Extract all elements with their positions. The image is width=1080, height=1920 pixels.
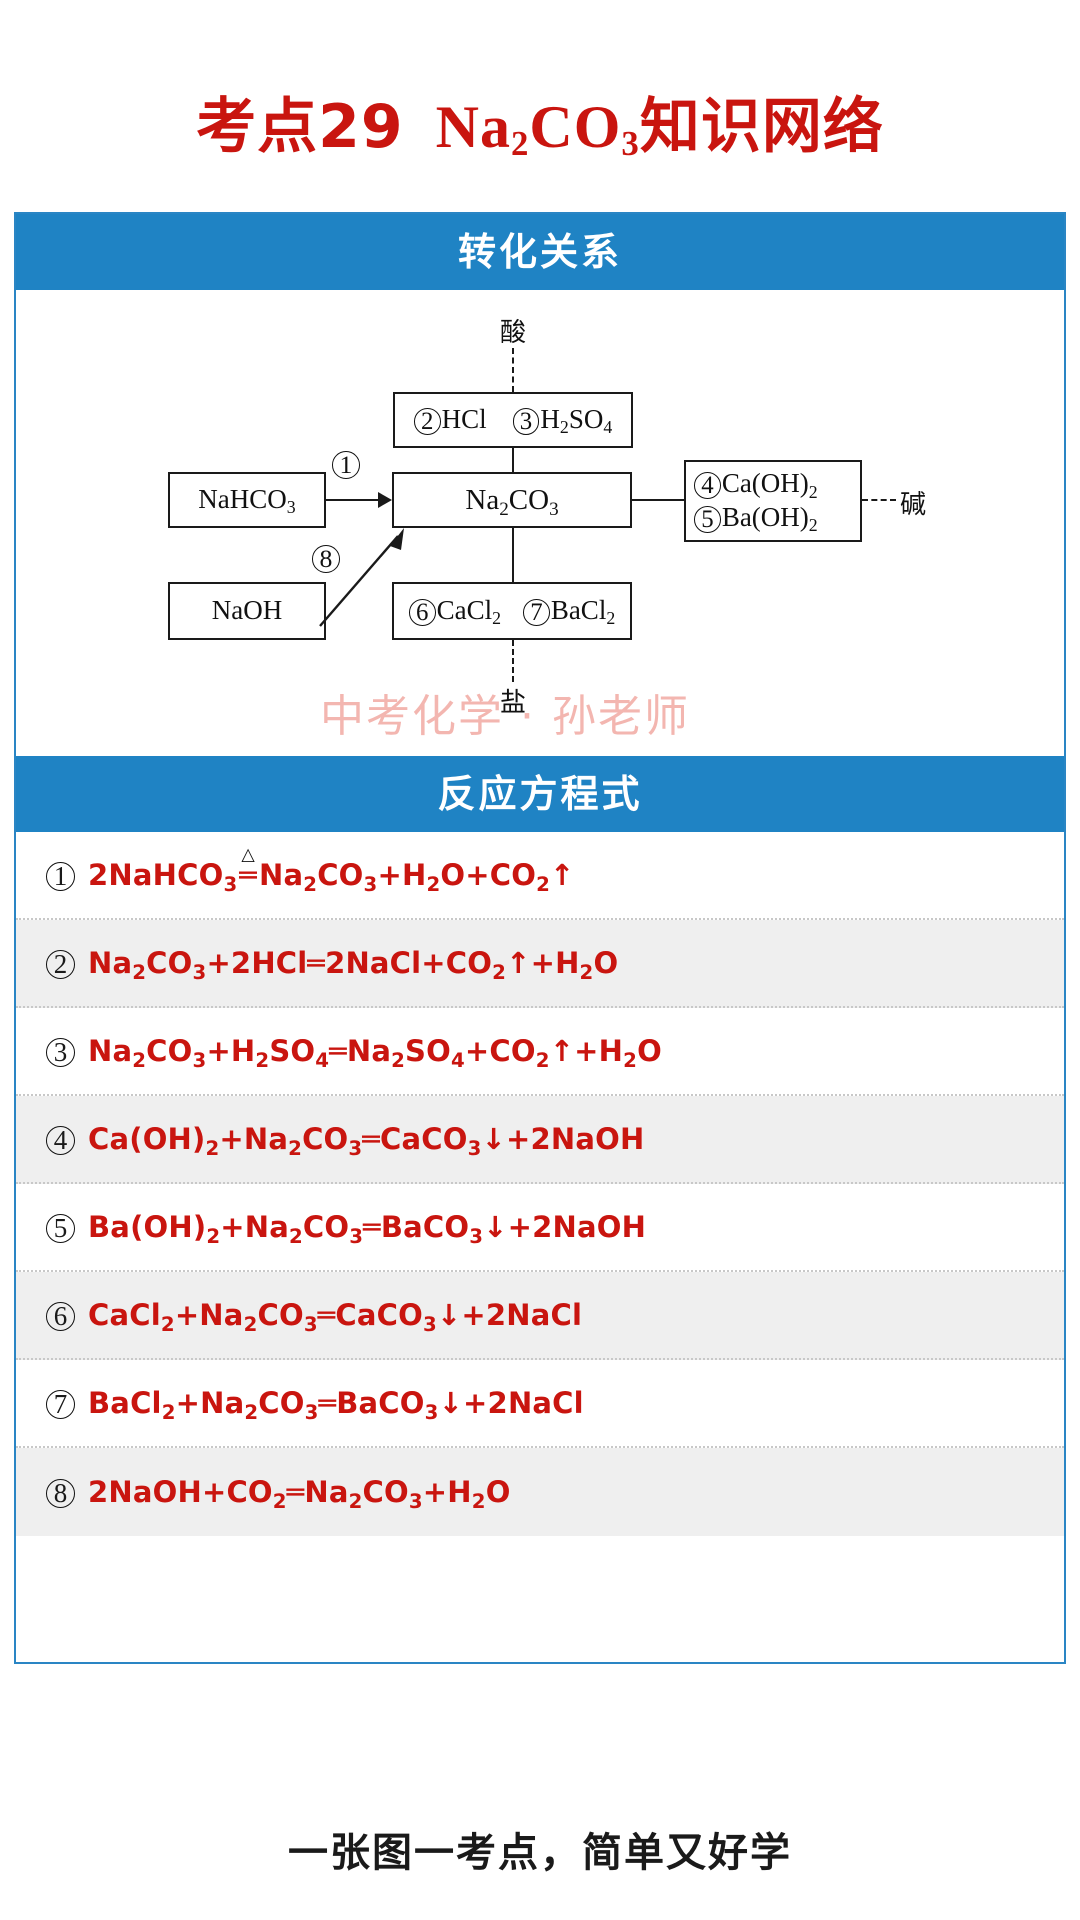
circled-number-4: 4 [45, 1126, 76, 1156]
footer-tagline: 一张图一考点，简单又好学 [288, 1830, 792, 1876]
circled-number-4: 4 [694, 472, 721, 500]
equation-number: 4 [34, 1122, 88, 1156]
equation-row: 8 2NaOH+CO2═Na2CO3+H2O [16, 1448, 1064, 1536]
equation-number: 2 [34, 946, 88, 980]
dashed-line-acid [512, 348, 514, 392]
equation-formula: CaCl2+Na2CO3═CaCO3↓+2NaCl [88, 1298, 583, 1336]
equation-number: 6 [34, 1298, 88, 1332]
equation-number: 5 [34, 1210, 88, 1244]
equation-formula: BaCl2+Na2CO3═BaCO3↓+2NaCl [88, 1386, 584, 1424]
arrow-label-8: 8 [312, 542, 341, 574]
circled-number-7: 7 [45, 1390, 76, 1420]
equation-formula: Ba(OH)2+Na2CO3═BaCO3↓+2NaOH [88, 1210, 647, 1248]
equation-number: 8 [34, 1475, 88, 1509]
page-title-sub-2: 2 [511, 123, 530, 163]
diagram-label-acid: 酸 [500, 318, 527, 348]
equation-row: 7 BaCl2+Na2CO3═BaCO3↓+2NaCl [16, 1360, 1064, 1448]
dashed-line-base [862, 499, 896, 501]
diagram-box-nahco3: NaHCO3 [168, 472, 326, 528]
nahco3-formula: NaHCO3 [198, 484, 296, 518]
page-title-formula-co: CO [529, 94, 622, 160]
circled-number-3: 3 [512, 408, 540, 435]
page-title-sub-3: 3 [621, 123, 640, 163]
diagram-label-salt: 盐 [500, 688, 527, 718]
connector-na2co3-to-salt [512, 528, 514, 582]
diagram-box-naoh: NaOH [168, 582, 326, 640]
arrow-8-svg [319, 528, 404, 627]
equation-row: 4 Ca(OH)2+Na2CO3═CaCO3↓+2NaOH [16, 1096, 1064, 1184]
equation-row: 6 CaCl2+Na2CO3═CaCO3↓+2NaCl [16, 1272, 1064, 1360]
equation-number: 1 [34, 858, 88, 892]
circled-number-2: 2 [413, 408, 441, 435]
circled-number-6: 6 [408, 599, 436, 626]
page-title-prefix: 考点29 [196, 92, 404, 162]
na2co3-formula: Na2CO3 [465, 483, 559, 520]
diagram-label-base: 碱 [900, 490, 927, 520]
equation-row: 3 Na2CO3+H2SO4═Na2SO4+CO2↑+H2O [16, 1008, 1064, 1096]
page-title-formula-na: Na [435, 94, 512, 160]
equation-row: 1 2NaHCO3△═Na2CO3+H2O+CO2↑ [16, 832, 1064, 920]
circled-number-7: 7 [523, 599, 550, 626]
circled-number-3: 3 [45, 1038, 76, 1068]
circled-number-5: 5 [694, 506, 721, 533]
circled-number-6: 6 [45, 1302, 76, 1332]
equation-formula: Na2CO3+2HCl═2NaCl+CO2↑+H2O [88, 946, 619, 984]
section-header-conversion: 转化关系 [16, 214, 1064, 290]
equation-row: 2 Na2CO3+2HCl═2NaCl+CO2↑+H2O [16, 920, 1064, 1008]
page-title-suffix: 知识网络 [639, 92, 884, 162]
section-header-equations: 反应方程式 [16, 756, 1064, 832]
arrow-head-1 [378, 492, 392, 508]
naoh-formula: NaOH [211, 595, 283, 626]
circled-number-5: 5 [45, 1214, 76, 1244]
equation-number: 3 [34, 1034, 88, 1068]
equation-formula: Na2CO3+H2SO4═Na2SO4+CO2↑+H2O [88, 1034, 662, 1072]
connector-na2co3-to-base [632, 499, 684, 501]
arrow-line-1 [326, 499, 380, 501]
diagram-box-na2co3: Na2CO3 [392, 472, 632, 528]
equation-row: 5 Ba(OH)2+Na2CO3═BaCO3↓+2NaOH [16, 1184, 1064, 1272]
page-title: 考点29 Na2CO3知识网络 [0, 78, 1080, 165]
dashed-line-salt [512, 640, 514, 682]
arrow-label-1: 1 [332, 448, 361, 480]
circled-number-2: 2 [45, 950, 76, 980]
circled-number-1: 1 [45, 862, 76, 892]
circled-number-8: 8 [45, 1479, 76, 1509]
circled-number-1: 1 [332, 451, 360, 479]
equation-formula: 2NaHCO3△═Na2CO3+H2O+CO2↑ [88, 845, 575, 896]
equation-number: 7 [34, 1386, 88, 1420]
equation-list: 1 2NaHCO3△═Na2CO3+H2O+CO2↑ 2 Na2CO3+2HCl═2N… [16, 832, 1064, 1536]
equation-formula: Ca(OH)2+Na2CO3═CaCO3↓+2NaOH [88, 1122, 645, 1160]
equation-formula: 2NaOH+CO2═Na2CO3+H2O [88, 1475, 511, 1513]
circled-number-8: 8 [312, 545, 340, 573]
